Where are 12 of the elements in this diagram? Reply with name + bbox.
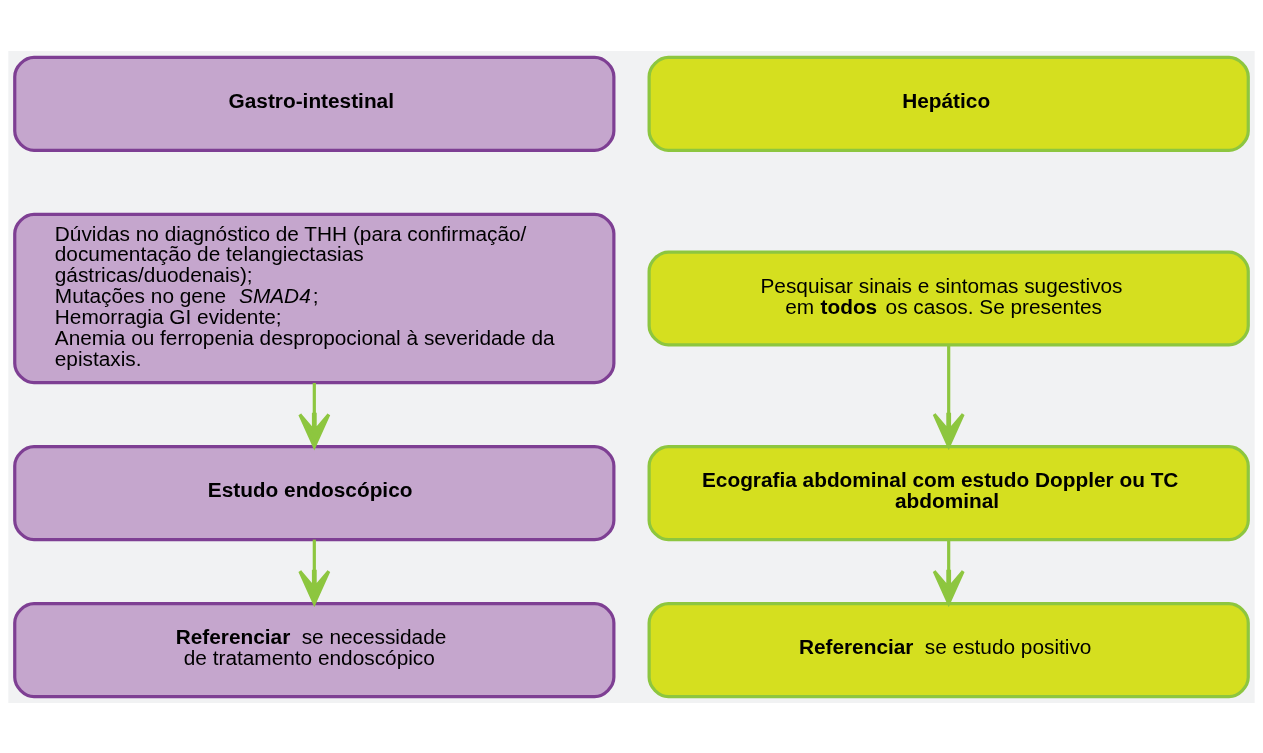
node-box: Gastro-intestinal (13, 55, 616, 152)
node-box: Estudo endoscópico (13, 444, 616, 541)
node-box: Dúvidas no diagnóstico de THH (para confirmação/ documentação de telangiectasias gástricas/duodenais); Mutações no gene SMAD4; Hemorragia GI evidente; Anemia ou ferropenia despropocional à severidade da epistaxis. (13, 212, 616, 384)
node-box: Hepático (647, 55, 1250, 152)
arrow (932, 344, 965, 448)
node-box: Pesquisar sinais e sintomas sugestivos em todos os casos. Se presentes (647, 249, 1250, 347)
node-box: Ecografia abdominal com estudo Doppler ou TC abdominal (647, 444, 1250, 541)
node-box: Referenciar se necessidade de tratamento endoscópico (13, 601, 616, 698)
arrow (932, 539, 965, 605)
arrow (298, 382, 331, 448)
node-box: Referenciar se estudo positivo (647, 601, 1250, 698)
arrow (298, 539, 331, 605)
